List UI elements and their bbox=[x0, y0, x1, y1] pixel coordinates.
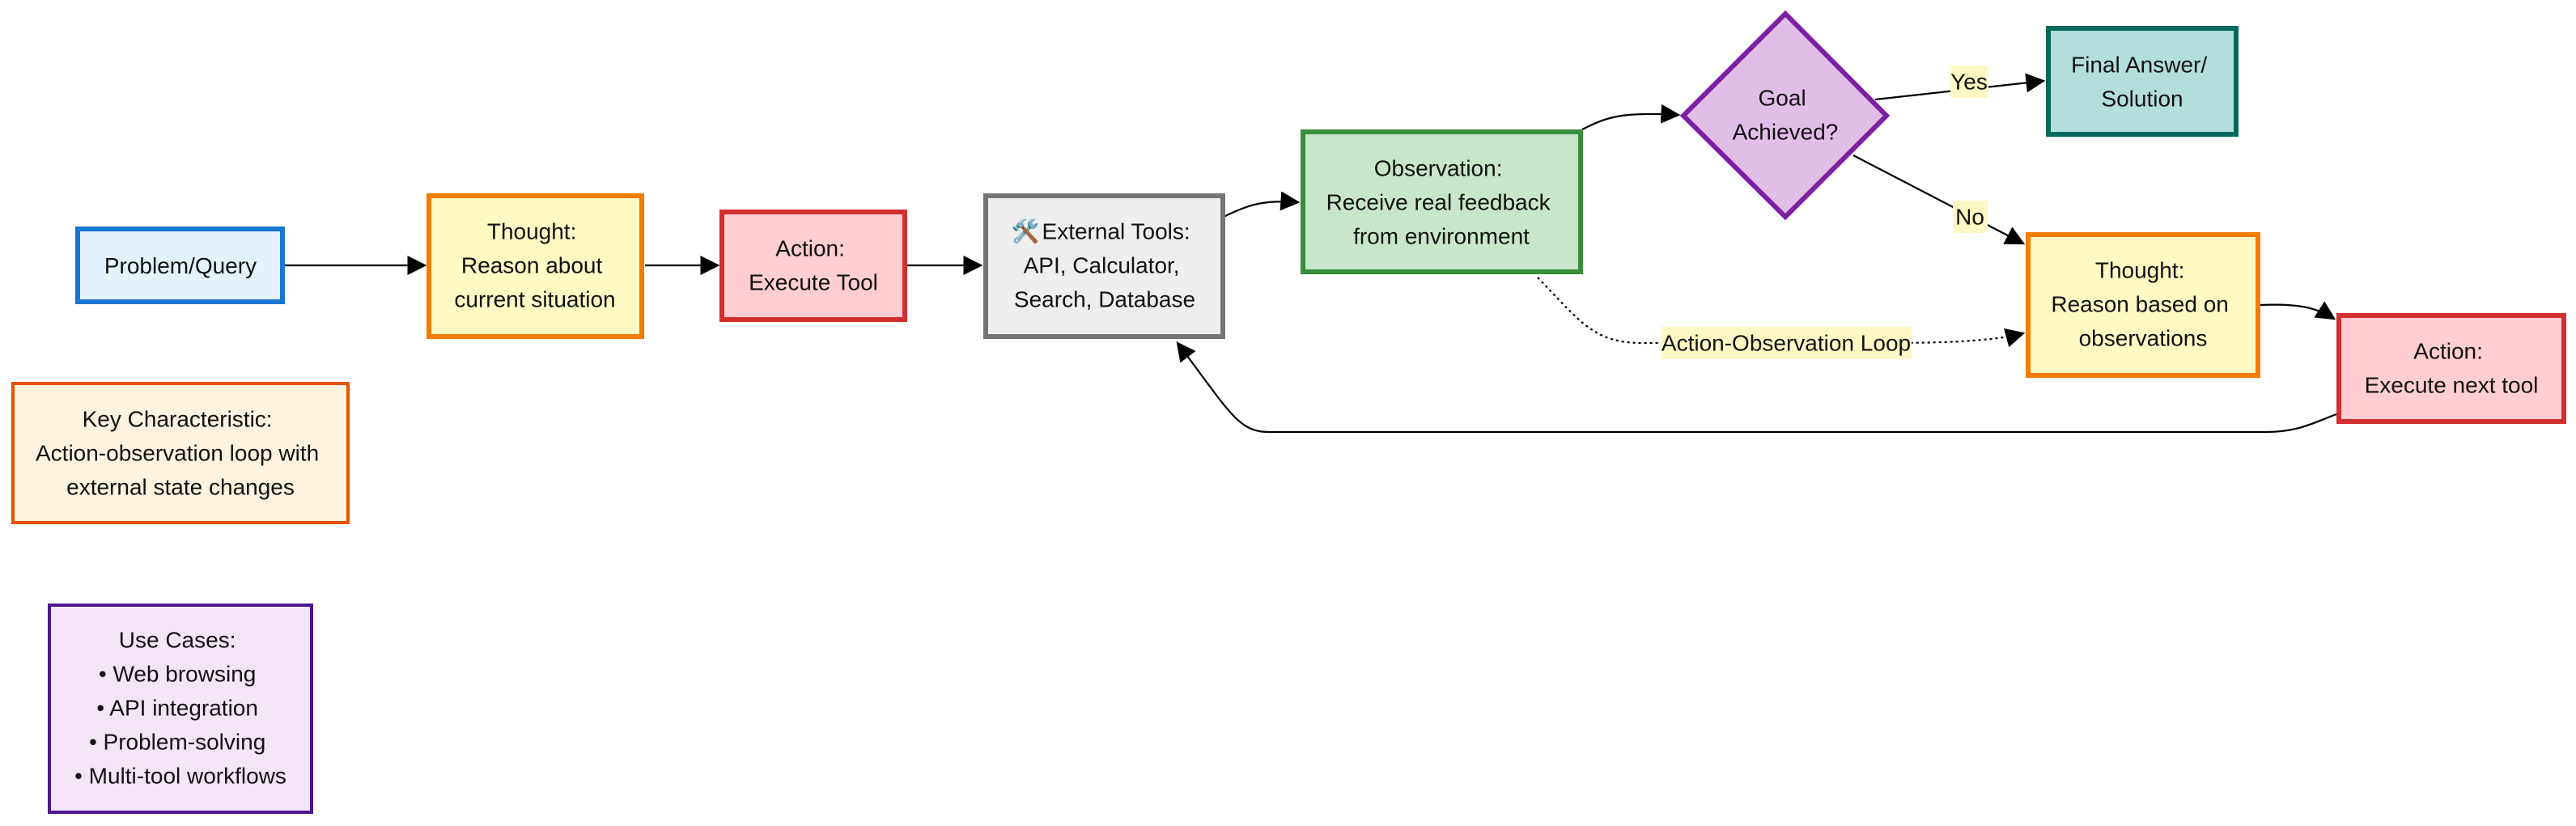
edge-label-no-bg bbox=[1953, 201, 1988, 233]
observation-node-title: Observation: bbox=[1374, 156, 1503, 181]
edge-action2-to-tools bbox=[1176, 341, 2337, 434]
edge-tools-to-observation bbox=[1223, 191, 1301, 218]
edge-label-yes: Yes bbox=[1950, 70, 1988, 95]
key-note-line: external state changes bbox=[66, 475, 295, 500]
tools-node-title: External Tools: bbox=[1042, 219, 1190, 244]
thought-node-title: Thought: bbox=[487, 219, 577, 244]
action2-node-line: Execute next tool bbox=[2365, 373, 2539, 398]
action2-node-title: Action: bbox=[2413, 339, 2483, 364]
edge-label-loop: Action-Observation Loop bbox=[1661, 331, 1911, 356]
svg-text:Action: Execute Tool: Action: Execute Tool bbox=[749, 228, 878, 295]
svg-text:Key Characteristic: Acti: Key Characteristic: Action-observation l… bbox=[36, 399, 325, 500]
tools-icon: 🛠️ bbox=[1012, 218, 1040, 245]
edge-label-no: No bbox=[1955, 205, 1984, 230]
key-note-line: Action-observation loop with bbox=[36, 441, 319, 466]
observation-node: Observation: Receive real feedback from … bbox=[1301, 129, 1583, 274]
observation-node-line: Receive real feedback bbox=[1326, 190, 1551, 215]
final-answer-node: Final Answer/ Solution bbox=[2046, 26, 2239, 137]
edge-observation-to-goal bbox=[1581, 104, 1681, 130]
svg-text:Use Cases: • Web browsin: Use Cases: • Web browsing • API integrat… bbox=[74, 620, 286, 789]
thought2-node-line: Reason based on bbox=[2051, 292, 2229, 317]
observation-node-line: from environment bbox=[1353, 224, 1530, 249]
edge-observation-loop bbox=[1537, 277, 2026, 348]
thought-observations-node: Thought: Reason based on observations bbox=[2026, 232, 2260, 378]
external-tools-node: 🛠️ External Tools: API, Calculator, Sear… bbox=[983, 193, 1225, 339]
edge-thought2-to-action2 bbox=[2259, 301, 2336, 320]
use-cases-note: Use Cases: • Web browsing • API integrat… bbox=[48, 604, 313, 814]
problem-query-node: Problem/Query bbox=[75, 227, 285, 304]
edge-label-yes-bg bbox=[1950, 66, 1988, 98]
key-characteristic-note: Key Characteristic: Action-observation l… bbox=[11, 382, 350, 524]
thought-node: Thought: Reason about current situation bbox=[427, 193, 644, 339]
goal-node-line: Achieved? bbox=[1733, 120, 1839, 145]
final-node-line: Final Answer/ bbox=[2071, 53, 2207, 78]
svg-text:External Tools: API, Cal: External Tools: API, Calculator, Search,… bbox=[1014, 211, 1197, 312]
edge-label-loop-bg bbox=[1661, 327, 1912, 359]
goal-achieved-decision: Goal Achieved? bbox=[1679, 10, 1891, 221]
svg-text:Final Answer/ Solution: Final Answer/ Solution bbox=[2071, 44, 2213, 112]
edge-labels: Yes No Action-Observation Loop bbox=[1661, 66, 1988, 359]
tools-node-line: API, Calculator, bbox=[1024, 253, 1180, 278]
use-case-item: • Multi-tool workflows bbox=[74, 764, 286, 789]
use-case-item: • Web browsing bbox=[99, 662, 256, 687]
svg-text:Problem/Query: Problem/Query bbox=[104, 253, 257, 278]
use-case-item: • API integration bbox=[96, 696, 258, 721]
edge-goal-to-thought2 bbox=[1852, 155, 2026, 245]
use-case-item: • Problem-solving bbox=[89, 730, 265, 755]
svg-text:Thought: Reason based on: Thought: Reason based on observations bbox=[2051, 250, 2234, 351]
thought2-node-title: Thought: bbox=[2095, 258, 2185, 283]
key-note-title: Key Characteristic: bbox=[83, 407, 273, 432]
svg-text:Action: Execute next too: Action: Execute next tool bbox=[2365, 331, 2539, 398]
problem-node-text: Problem/Query bbox=[104, 253, 257, 278]
action-node: Action: Execute Tool bbox=[719, 210, 907, 322]
svg-text:Observation: Receive rea: Observation: Receive real feedback from … bbox=[1326, 148, 1557, 249]
action-node-line: Execute Tool bbox=[749, 270, 878, 295]
thought-node-line: Reason about bbox=[461, 253, 603, 278]
tools-node-line: Search, Database bbox=[1014, 287, 1195, 312]
thought2-node-line: observations bbox=[2079, 326, 2208, 351]
svg-text:Goal Achieved?: Goal Achieved? bbox=[1733, 78, 1839, 145]
action-next-tool-node: Action: Execute next tool bbox=[2336, 313, 2566, 424]
svg-text:Thought: Reason about: Thought: Reason about current situation bbox=[454, 211, 615, 312]
action-node-title: Action: bbox=[775, 236, 845, 261]
goal-node-line: Goal bbox=[1759, 86, 1806, 111]
thought-node-line: current situation bbox=[454, 287, 615, 312]
final-node-line: Solution bbox=[2101, 87, 2183, 112]
use-cases-title: Use Cases: bbox=[119, 628, 236, 653]
